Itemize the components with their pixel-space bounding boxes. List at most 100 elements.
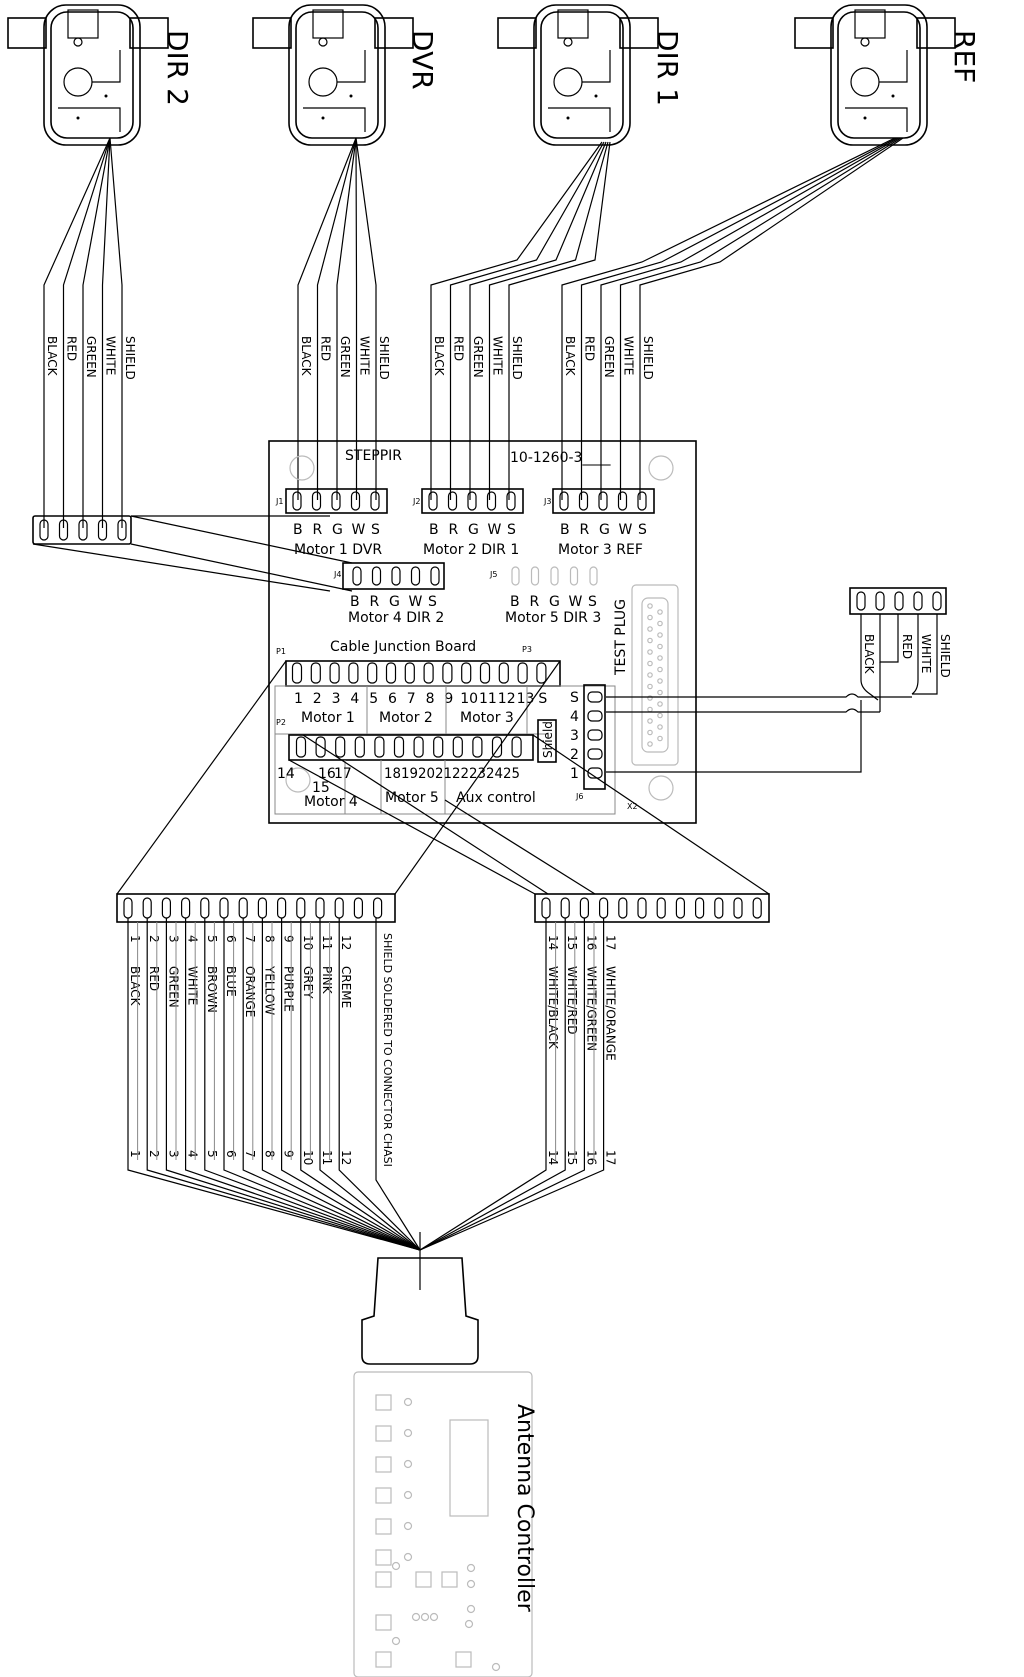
connector-pin — [117, 519, 127, 541]
cable-wire-number: 8 — [262, 1150, 276, 1158]
j1-label: J1 — [275, 497, 283, 506]
connector-pin — [334, 897, 344, 919]
cable-wire-color: PURPLE — [282, 966, 296, 1012]
db25-pin — [647, 695, 653, 701]
connector-pin — [78, 519, 88, 541]
cable-wire — [242, 918, 421, 1251]
connector-pin — [932, 591, 942, 611]
motor-dot — [863, 116, 867, 120]
pin-letter: S — [638, 522, 647, 538]
motor-outer-body — [830, 4, 928, 146]
db25-pin — [657, 678, 663, 684]
board-title: Cable Junction Board — [330, 639, 476, 655]
cable-wire-number: 7 — [243, 1150, 257, 1158]
wire — [82, 137, 111, 528]
connector-pin — [292, 491, 302, 511]
motor-dot — [349, 94, 353, 98]
controller-button — [375, 1518, 392, 1535]
motor-bracket — [252, 17, 292, 49]
wire — [580, 137, 898, 500]
wire-color-label: BLACK — [563, 336, 577, 377]
p1-pin-number: 3 — [332, 691, 341, 707]
controller-button — [375, 1394, 392, 1411]
pin-letter: G — [549, 594, 560, 610]
p1-label: P1 — [276, 647, 286, 656]
j2-label: J2 — [412, 497, 420, 506]
p2-num-18-25: 1819202122232425 — [384, 766, 520, 782]
cable-wire-number: 11 — [320, 935, 334, 950]
controller-button — [375, 1614, 392, 1631]
shield-label: Shield — [541, 721, 555, 758]
controller-led — [429, 1612, 439, 1622]
db25-pin — [657, 620, 663, 627]
db25-pin — [647, 660, 653, 667]
cable-wire-number: 10 — [301, 935, 315, 950]
pin-letter: B — [350, 594, 360, 610]
pin-letter: S — [428, 594, 437, 610]
connector-pin — [39, 519, 49, 541]
controller-button — [455, 1651, 472, 1668]
motor-inner-body — [295, 11, 379, 139]
cable-wire-number: 14 — [546, 935, 560, 950]
connector-pin — [637, 491, 647, 511]
connector-pin — [315, 736, 326, 758]
connector-pin — [385, 662, 397, 684]
connector-pin — [123, 897, 133, 919]
pin-letter: G — [332, 522, 343, 538]
connector-pin — [238, 897, 248, 919]
cable-wire-color: YELLOW — [262, 965, 276, 1015]
pin-letter: W — [352, 522, 366, 538]
motor-cap — [854, 9, 886, 39]
wire-color-label: SHIELD — [377, 336, 391, 380]
db25-pin — [647, 729, 653, 736]
j6-pin-label: 3 — [570, 728, 579, 744]
motor-inner-body — [540, 11, 624, 139]
motor-trace — [337, 50, 366, 83]
motor-screw — [73, 37, 83, 47]
connector-pin — [257, 897, 267, 919]
db25-pin — [657, 701, 663, 707]
cable-wire-number: 1 — [128, 935, 142, 943]
controller-button — [441, 1571, 458, 1588]
wire — [297, 137, 357, 500]
connector-pin — [142, 897, 152, 919]
connector-pin — [315, 897, 325, 919]
db25-pin — [657, 735, 663, 742]
connector-pin — [452, 736, 463, 758]
cable-wire-color: PINK — [320, 966, 334, 995]
connector-pin — [675, 897, 686, 919]
pin-letter: S — [507, 522, 516, 538]
connector-pin — [587, 748, 603, 760]
pin-letter: W — [569, 594, 583, 610]
cable-wire-color: WHITE — [186, 966, 200, 1005]
controller-button — [375, 1571, 392, 1588]
p1-pin-number: 1 — [294, 691, 303, 707]
cable-wire-color: GREEN — [166, 966, 180, 1008]
dir2-inline-connector — [32, 515, 353, 592]
wire — [101, 137, 111, 528]
motor-label: REF — [948, 30, 981, 83]
connector-pin — [587, 710, 603, 722]
pin-letter: W — [409, 594, 423, 610]
p3-label: P3 — [522, 645, 532, 654]
cable-wire-number: 7 — [243, 935, 257, 943]
db25-pin — [647, 706, 653, 713]
connector-pin — [335, 736, 346, 758]
p2-group-aux: Aux control — [456, 790, 536, 806]
connector-pin — [536, 662, 547, 684]
p1-pin-number: 9 — [444, 691, 453, 707]
cable-wire — [338, 918, 421, 1251]
connector-pin — [578, 491, 589, 511]
j6-pin-label: 2 — [570, 747, 579, 763]
connector-pin — [354, 736, 365, 758]
dir2-wire-bundle — [43, 137, 123, 528]
dir1-wire-bundle — [430, 141, 611, 500]
cable-wire-color: BLUE — [224, 966, 238, 997]
wire-color-label: GREEN — [84, 336, 98, 378]
p1-pin-number: 8 — [426, 691, 435, 707]
p1-pin-number: 10 — [460, 691, 478, 707]
wire-color-label: SHIELD — [123, 336, 137, 380]
cable-wire — [127, 918, 421, 1251]
